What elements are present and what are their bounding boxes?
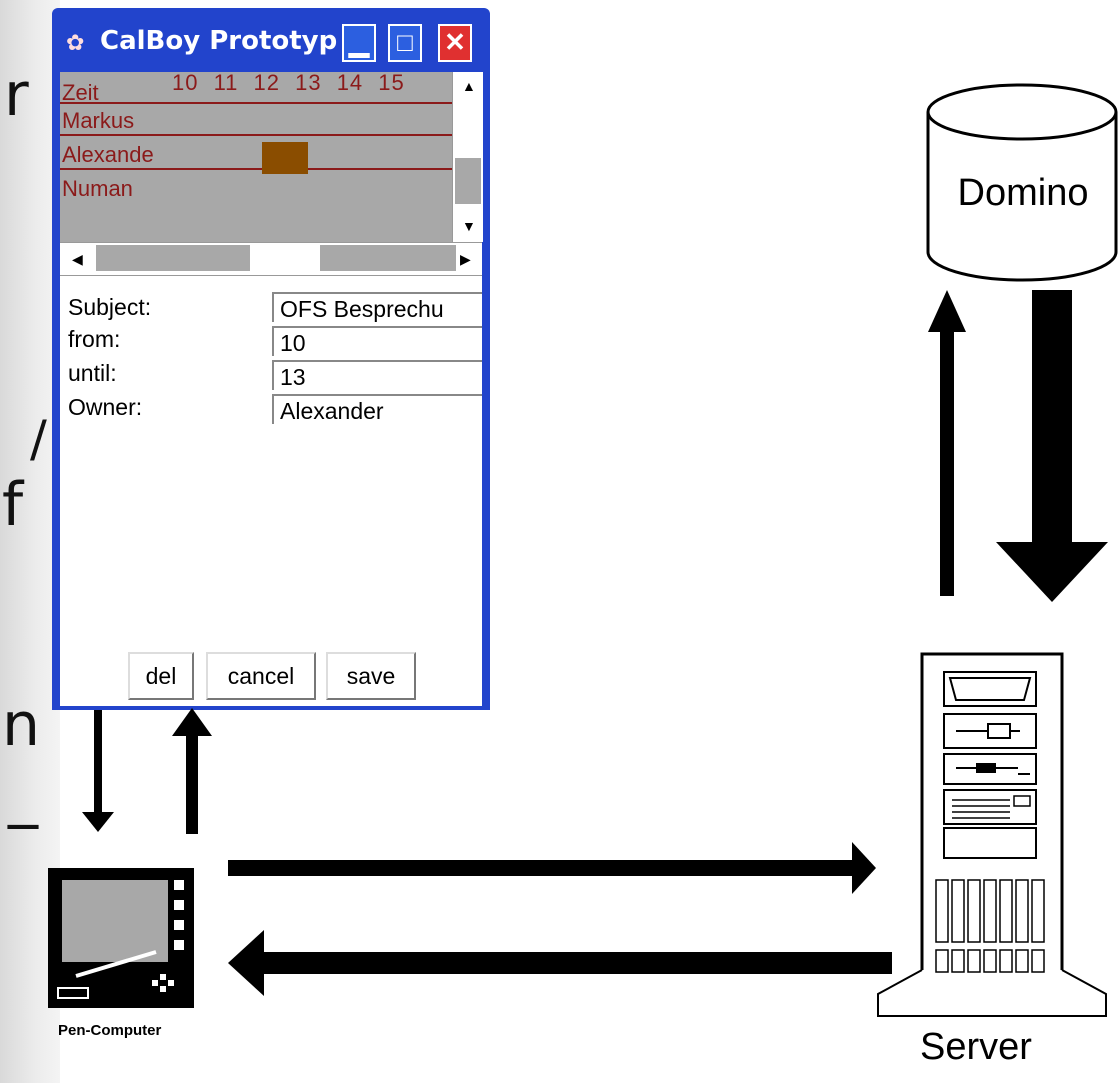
slide-background: r / f n _ bbox=[0, 0, 60, 1083]
schedule-grid[interactable]: Zeit 10 11 12 13 14 15 Markus Alexande N… bbox=[60, 70, 452, 242]
maximize-button[interactable]: □ bbox=[388, 24, 422, 62]
vertical-scrollbar[interactable]: ▲ ▼ bbox=[452, 72, 483, 242]
arrow-down-to-server bbox=[996, 290, 1108, 602]
arrow-up-to-window bbox=[172, 708, 212, 834]
arrow-up-to-domino bbox=[928, 290, 966, 596]
pen-computer-icon bbox=[48, 868, 194, 1008]
grid-row-person[interactable]: Alexande bbox=[60, 138, 452, 170]
appointment-block[interactable] bbox=[262, 142, 308, 174]
arrow-down-to-pencomputer bbox=[82, 710, 114, 832]
database-icon bbox=[926, 83, 1118, 282]
grid-header-row: Zeit 10 11 12 13 14 15 bbox=[60, 70, 452, 105]
arrow-to-pencomputer bbox=[228, 930, 892, 996]
grid-row-person[interactable]: Numan bbox=[60, 172, 452, 202]
minimize-button[interactable]: ▁ bbox=[342, 24, 376, 62]
from-label: from: bbox=[68, 326, 121, 352]
subject-field[interactable]: OFS Besprechu bbox=[272, 292, 482, 322]
scroll-right-icon[interactable]: ▶ bbox=[460, 251, 471, 267]
calboy-window: ✿ CalBoy Prototyp ▁ □ ✕ Zeit 10 11 12 13… bbox=[52, 8, 490, 710]
slide-text-fragment: / bbox=[30, 410, 47, 468]
close-button[interactable]: ✕ bbox=[438, 24, 472, 62]
horizontal-scrollbar[interactable]: ◀ ▶ bbox=[60, 242, 482, 276]
database-label: Domino bbox=[957, 172, 1089, 214]
title-bar[interactable]: ✿ CalBoy Prototyp ▁ □ ✕ bbox=[52, 8, 490, 72]
person-name: Markus bbox=[62, 108, 135, 133]
slide-text-fragment: r bbox=[4, 60, 29, 130]
app-icon: ✿ bbox=[66, 30, 85, 55]
scroll-down-icon[interactable]: ▼ bbox=[462, 218, 476, 234]
owner-field[interactable]: Alexander bbox=[272, 394, 482, 424]
server-label: Server bbox=[920, 1026, 1032, 1068]
slide-text-fragment: f bbox=[2, 470, 24, 540]
scroll-left-icon[interactable]: ◀ bbox=[72, 251, 83, 267]
owner-label: Owner: bbox=[68, 394, 143, 420]
slide-text-fragment: _ bbox=[8, 760, 38, 830]
vertical-scroll-thumb[interactable] bbox=[455, 158, 481, 204]
horizontal-scroll-track[interactable] bbox=[320, 245, 456, 271]
from-field[interactable]: 10 bbox=[272, 326, 482, 356]
subject-label: Subject: bbox=[68, 294, 152, 320]
person-name: Numan bbox=[62, 176, 133, 201]
del-button[interactable]: del bbox=[128, 652, 194, 700]
hour-labels: 10 11 12 13 14 15 bbox=[172, 70, 405, 95]
window-title: CalBoy Prototyp bbox=[100, 26, 338, 56]
cancel-button[interactable]: cancel bbox=[206, 652, 316, 700]
grid-header-label: Zeit bbox=[62, 80, 99, 105]
person-name: Alexande bbox=[62, 142, 154, 167]
save-button[interactable]: save bbox=[326, 652, 416, 700]
until-field[interactable]: 13 bbox=[272, 360, 482, 390]
until-label: until: bbox=[68, 360, 117, 386]
horizontal-scroll-track[interactable] bbox=[96, 245, 250, 271]
window-client-area: Zeit 10 11 12 13 14 15 Markus Alexande N… bbox=[60, 70, 483, 706]
scroll-up-icon[interactable]: ▲ bbox=[462, 78, 476, 94]
slide-text-fragment: n bbox=[2, 690, 41, 760]
arrow-to-server bbox=[228, 842, 876, 894]
server-icon bbox=[877, 652, 1107, 1017]
pen-computer-label: Pen-Computer bbox=[58, 1022, 162, 1039]
grid-row-person[interactable]: Markus bbox=[60, 104, 452, 136]
